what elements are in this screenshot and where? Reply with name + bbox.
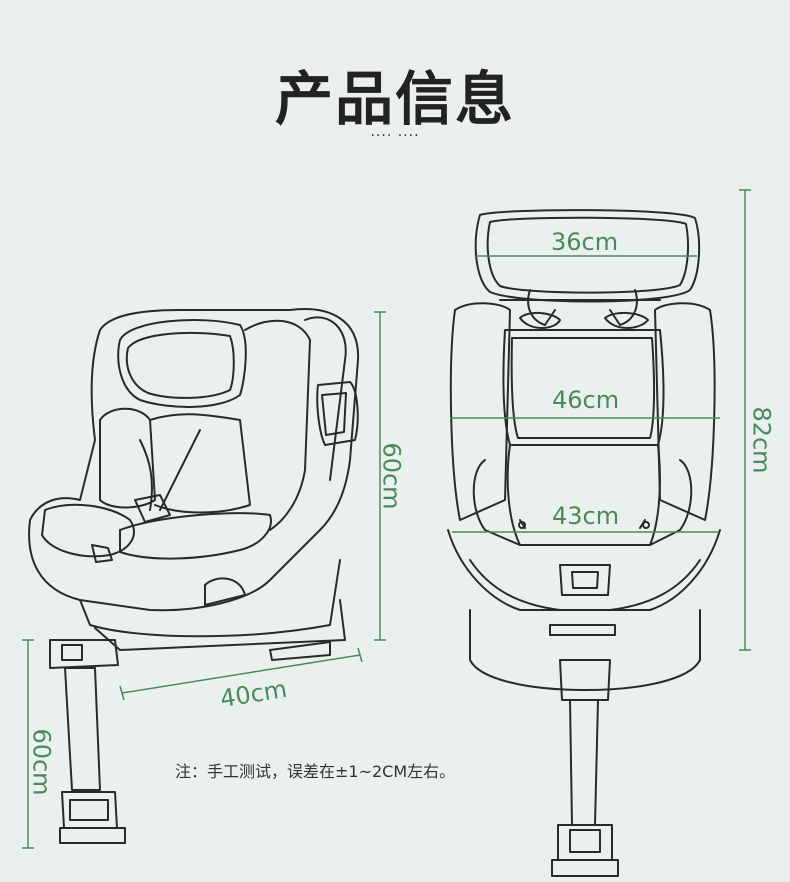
side-view-seat (28, 308, 360, 844)
page-title: 产品信息 (274, 65, 515, 133)
total-height-label: 82cm (747, 406, 776, 474)
seat-width-label: 43cm (552, 502, 620, 530)
leg-height-label: 60cm (27, 728, 56, 796)
front-view-seat (447, 209, 721, 877)
side-height-label: 60cm (377, 442, 406, 510)
dimension-lines (22, 189, 751, 849)
title-dots: .... .... (370, 124, 420, 140)
back-width-label: 46cm (552, 386, 620, 414)
measurement-note: 注：手工测试，误差在±1~2CM左右。 (175, 762, 456, 781)
headrest-width-label: 36cm (551, 228, 619, 256)
